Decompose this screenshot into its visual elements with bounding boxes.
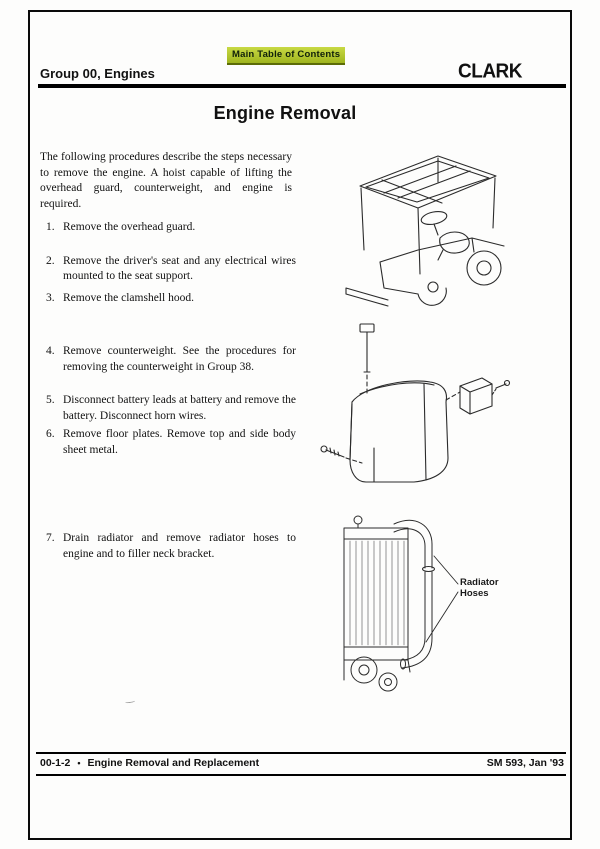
clark-logo: CLARK: [458, 60, 523, 83]
step-6: 6. Remove floor plates. Remove top and s…: [46, 427, 296, 458]
step-7: 7. Drain radiator and remove radiator ho…: [46, 531, 296, 562]
step-number: 3.: [46, 291, 55, 304]
footer-page-code: 00-1-2: [40, 757, 71, 769]
counterweight-figure: [312, 322, 512, 492]
page-title: Engine Removal: [213, 103, 357, 123]
step-text: Remove the overhead guard.: [63, 221, 196, 233]
step-1: 1. Remove the overhead guard.: [46, 220, 296, 236]
footer-left: 00-1-2 • Engine Removal and Replacement: [40, 757, 259, 769]
footer-doc-ref: SM 593, Jan '93: [486, 757, 564, 769]
footer-top-rule: [36, 752, 566, 754]
step-3: 3. Remove the clamshell hood.: [46, 291, 296, 307]
footer-bottom-rule: [36, 774, 566, 776]
group-title: Group 00, Engines: [40, 66, 155, 81]
overhead-guard-figure: [322, 142, 522, 322]
step-number: 6.: [46, 428, 55, 440]
step-text: Remove floor plates. Remove top and side…: [63, 428, 296, 456]
header-rule: [38, 84, 566, 88]
intro-paragraph: The following procedures describe the st…: [40, 151, 292, 210]
step-text: Disconnect battery leads at battery and …: [63, 394, 296, 422]
footer-bullet: •: [77, 758, 81, 768]
step-text: Remove the driver's seat and any electri…: [63, 254, 296, 283]
page-border-frame: [28, 10, 572, 840]
footer-section-title: Engine Removal and Replacement: [87, 757, 260, 769]
step-2: 2. Remove the driver's seat and any elec…: [46, 254, 296, 285]
radiator-figure: [330, 512, 515, 702]
step-number: 4.: [46, 345, 55, 357]
step-text: Drain radiator and remove radiator hoses…: [63, 532, 296, 560]
step-4: 4. Remove counterweight. See the procedu…: [46, 344, 296, 375]
step-number: 1.: [46, 221, 55, 233]
step-number: 5.: [46, 394, 55, 406]
main-toc-link[interactable]: Main Table of Contents: [227, 47, 346, 65]
step-5: 5. Disconnect battery leads at battery a…: [46, 393, 296, 424]
step-number: 7.: [46, 532, 55, 544]
step-number: 2.: [46, 254, 55, 267]
radiator-hoses-label: Radiator Hoses: [460, 577, 499, 599]
procedure-steps: 1. Remove the overhead guard. 2. Remove …: [46, 220, 296, 562]
step-text: Remove counterweight. See the procedures…: [63, 345, 296, 373]
step-text: Remove the clamshell hood.: [63, 291, 194, 304]
